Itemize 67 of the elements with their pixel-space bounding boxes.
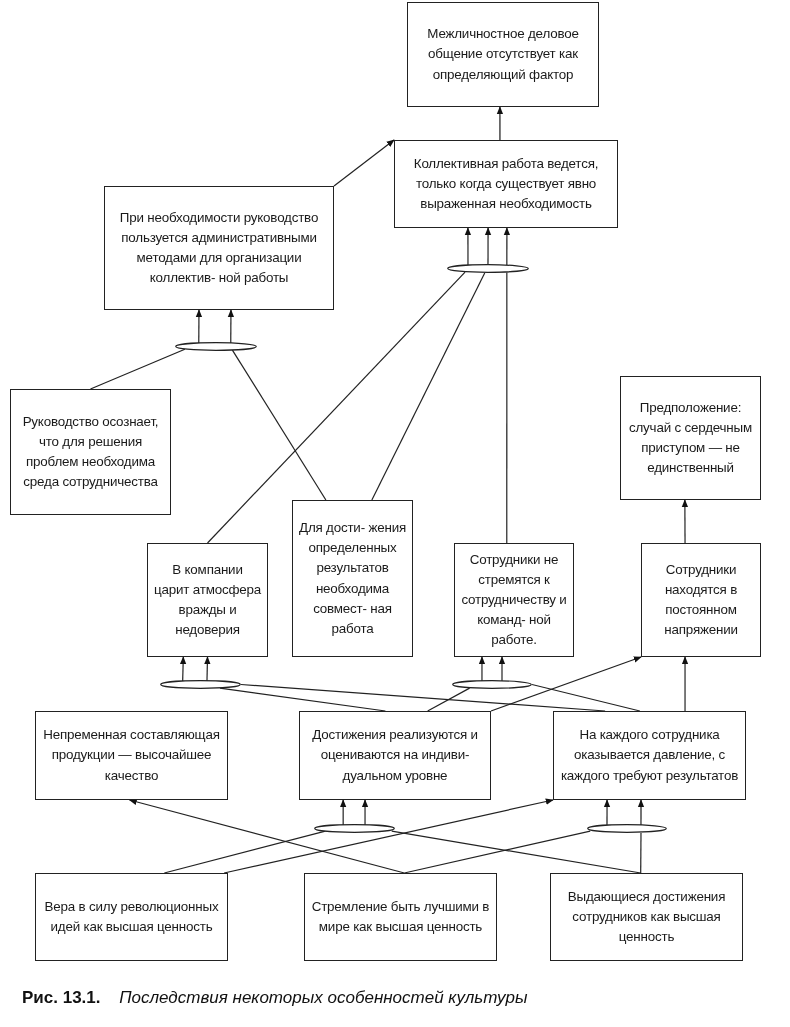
arrow bbox=[464, 227, 472, 266]
connector-line bbox=[206, 271, 466, 544]
statement-box bbox=[394, 140, 618, 228]
junction-ellipse bbox=[160, 680, 241, 689]
statement-text: Сотрудники находятся в постоянном напряжении bbox=[663, 560, 739, 640]
statement-text: Сотрудники не стремятся к сотрудничеству и команд- ной работе. bbox=[461, 550, 567, 650]
arrow bbox=[128, 798, 405, 874]
statement-text: Вера в силу революционных идей как высшая ценность bbox=[43, 897, 220, 936]
connector-line bbox=[531, 683, 641, 712]
arrow bbox=[361, 799, 369, 826]
arrow bbox=[503, 227, 511, 266]
statement-text: Предположение: случай с сердечным приступом — не единственный bbox=[628, 398, 753, 478]
statement-text: Межличностное деловое общение отсутствует как определяющий фактор bbox=[426, 25, 580, 84]
statement-box bbox=[620, 376, 761, 500]
junction-ellipse bbox=[314, 824, 395, 833]
arrow bbox=[490, 656, 642, 712]
junction-ellipse bbox=[452, 680, 532, 689]
arrow bbox=[179, 656, 187, 682]
arrow bbox=[223, 798, 554, 874]
statement-box bbox=[304, 873, 497, 961]
arrow bbox=[195, 309, 203, 344]
statement-text: Непременная составляющая продукции — высочайшее качество bbox=[42, 726, 221, 785]
statement-text: Коллективная работа ведется, только когда существует явно выраженная необходимость bbox=[412, 154, 600, 214]
statement-text: В компании царит атмосфера вражды и недоверия bbox=[154, 560, 261, 640]
arrow bbox=[603, 799, 611, 826]
statement-box bbox=[407, 2, 599, 107]
connector-line bbox=[163, 830, 326, 874]
arrow bbox=[478, 656, 486, 682]
statement-text: Достижения реализуются и оцениваются на индиви- дуальном уровне bbox=[311, 726, 479, 785]
junction-ellipse bbox=[587, 824, 667, 833]
arrow bbox=[227, 309, 235, 344]
statement-box bbox=[147, 543, 268, 657]
statement-text: Стремление быть лучшими в мире как высшая ценность bbox=[311, 897, 490, 936]
connector-line bbox=[231, 349, 327, 501]
arrow bbox=[484, 227, 492, 265]
statement-box bbox=[299, 711, 491, 800]
arrow bbox=[498, 656, 506, 682]
statement-box bbox=[292, 500, 413, 657]
connector-line bbox=[403, 830, 591, 874]
junction-ellipse bbox=[175, 342, 257, 351]
figure-caption: Рис. 13.1. Последствия некоторых особенностей культуры bbox=[22, 988, 528, 1008]
statement-text: На каждого сотрудника оказывается давление, с каждого требуют результатов bbox=[560, 726, 739, 785]
statement-box bbox=[35, 873, 228, 961]
arrow bbox=[681, 499, 689, 544]
statement-box bbox=[553, 711, 746, 800]
statement-box bbox=[104, 186, 334, 310]
junction-ellipse bbox=[447, 264, 529, 273]
connector-line bbox=[89, 348, 186, 390]
connector-line bbox=[371, 272, 486, 501]
connector-line bbox=[427, 687, 471, 712]
arrow bbox=[339, 799, 347, 826]
arrow bbox=[681, 656, 689, 712]
arrow bbox=[333, 139, 395, 187]
arrow bbox=[496, 106, 504, 141]
statement-text: Для дости- жения определенных результатов необходима совмест- ная работа bbox=[299, 519, 406, 638]
statement-box bbox=[10, 389, 171, 515]
statement-box bbox=[35, 711, 228, 800]
statement-box bbox=[641, 543, 761, 657]
statement-text: При необходимости руководство пользуется административными методами для организации коллектив- ной работы bbox=[118, 208, 320, 288]
arrow bbox=[204, 656, 211, 682]
connector-line bbox=[640, 832, 642, 874]
statement-text: Выдающиеся достижения сотрудников как высшая ценность bbox=[566, 887, 727, 947]
statement-box bbox=[454, 543, 574, 657]
statement-box bbox=[550, 873, 743, 961]
arrow bbox=[637, 799, 645, 826]
statement-text: Руководство осознает, что для решения проблем необходима среда сотрудничества bbox=[21, 412, 160, 492]
connector-line bbox=[506, 271, 508, 544]
